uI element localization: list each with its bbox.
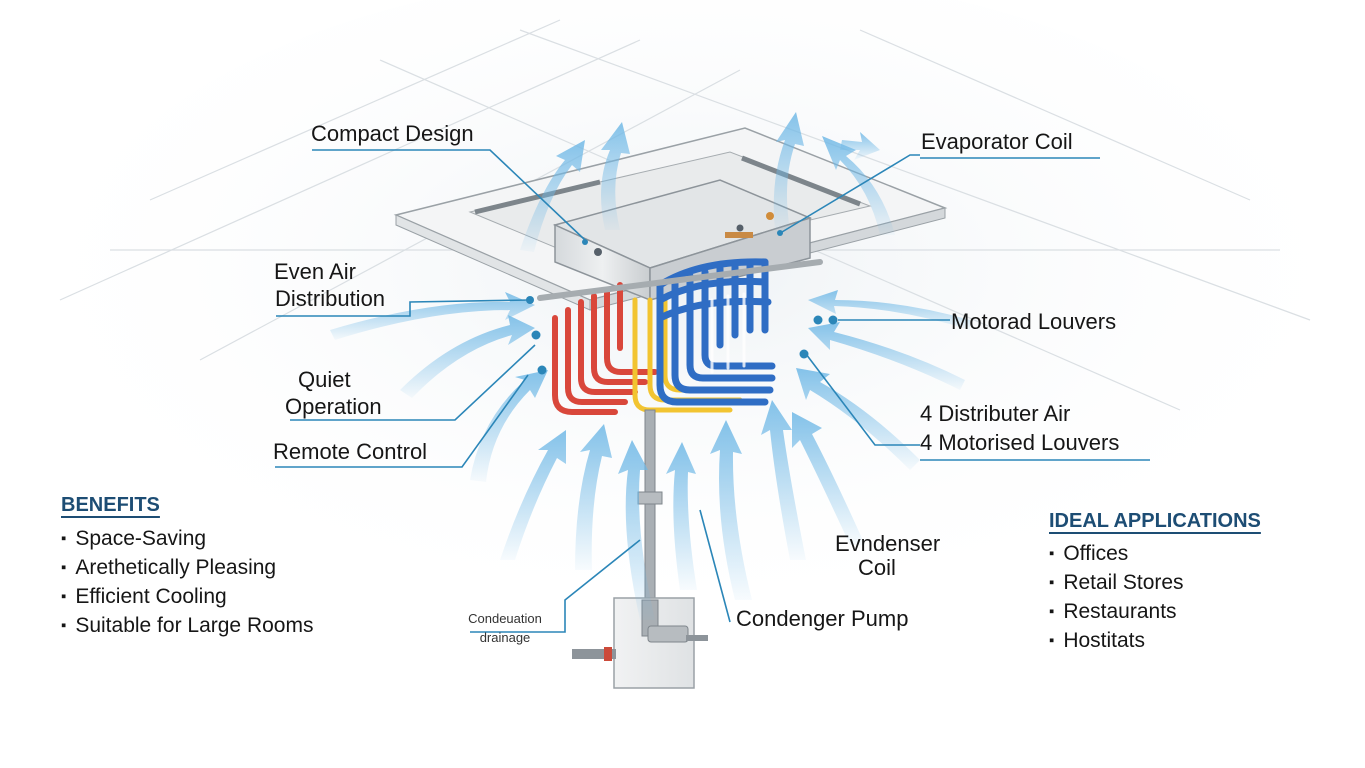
applications-list: Offices Retail Stores Restaurants Hostit… <box>1049 540 1184 656</box>
callout-evndenser-line1: Evndenser <box>835 531 941 556</box>
application-item: Offices <box>1049 540 1184 569</box>
applications-heading: IDEAL APPLICATIONS <box>1049 510 1261 532</box>
callout-distributer-line1: 4 Distributer Air <box>920 401 1071 426</box>
benefit-item: Suitable for Large Rooms <box>61 612 313 641</box>
callout-condenger-pump: Condenger Pump <box>736 606 909 631</box>
callout-even-air-line2: Distribution <box>275 286 386 311</box>
callout-motorad-louvers: Motorad Louvers <box>951 309 1117 334</box>
callout-compact-design: Compact Design <box>311 121 474 146</box>
application-item: Retail Stores <box>1049 569 1183 598</box>
benefit-item: Arethetically Pleasing <box>61 554 313 583</box>
benefit-item: Space-Saving <box>61 525 313 554</box>
application-item: Restaurants <box>1049 598 1184 627</box>
callout-quiet-line2: Operation <box>285 394 382 419</box>
callout-quiet-line1: Quiet <box>298 367 351 392</box>
application-item: Hostitats <box>1049 627 1184 656</box>
label-underlines <box>920 157 1150 461</box>
refrigerant-coils <box>537 258 823 415</box>
condensate-drain-assembly <box>572 409 708 689</box>
callout-evndenser-line2: Coil <box>858 555 896 580</box>
benefit-item: Efficient Cooling <box>61 583 313 612</box>
callout-remote-control: Remote Control <box>273 439 428 464</box>
callout-distributer-line2: 4 Motorised Louvers <box>920 430 1120 455</box>
callout-condensation-line1: Condeuation <box>468 611 542 626</box>
callout-evaporator-coil: Evaporator Coil <box>921 129 1073 154</box>
callout-even-air-line1: Even Air <box>274 259 356 284</box>
callout-condensation-line2: drainage <box>479 630 531 645</box>
callout-dots <box>526 230 838 375</box>
callout-leaders <box>275 149 950 633</box>
benefits-list: Space-Saving Arethetically Pleasing Effi… <box>61 525 313 641</box>
benefits-heading: BENEFITS <box>61 494 160 516</box>
